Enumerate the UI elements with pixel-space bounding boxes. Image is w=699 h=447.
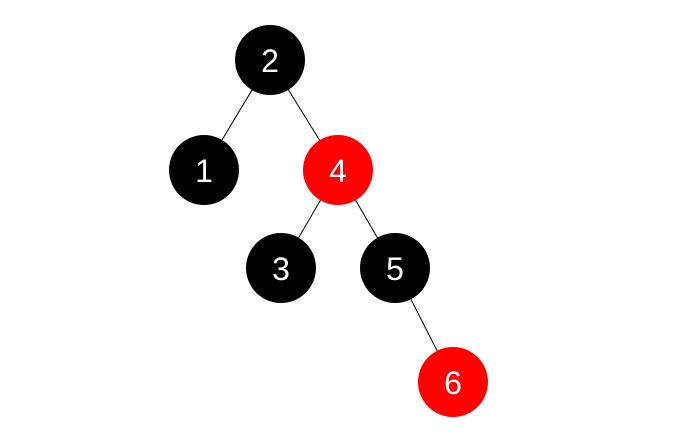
tree-edges — [203, 59, 454, 383]
node-circle-red — [303, 135, 373, 205]
tree-nodes: 2 1 4 3 5 6 — [169, 25, 488, 417]
node-circle-black — [360, 233, 430, 303]
node-circle-red — [418, 347, 488, 417]
node-label: 3 — [272, 251, 290, 287]
node-label: 4 — [329, 153, 347, 189]
tree-node-2: 2 — [235, 25, 305, 95]
tree-node-4: 4 — [303, 135, 373, 205]
node-circle-black — [246, 233, 316, 303]
node-label: 6 — [444, 365, 462, 401]
tree-node-6: 6 — [418, 347, 488, 417]
node-circle-black — [235, 25, 305, 95]
node-label: 1 — [195, 153, 213, 189]
tree-node-5: 5 — [360, 233, 430, 303]
node-label: 2 — [261, 43, 279, 79]
tree-node-1: 1 — [169, 135, 239, 205]
node-label: 5 — [386, 251, 404, 287]
node-circle-black — [169, 135, 239, 205]
tree-node-3: 3 — [246, 233, 316, 303]
